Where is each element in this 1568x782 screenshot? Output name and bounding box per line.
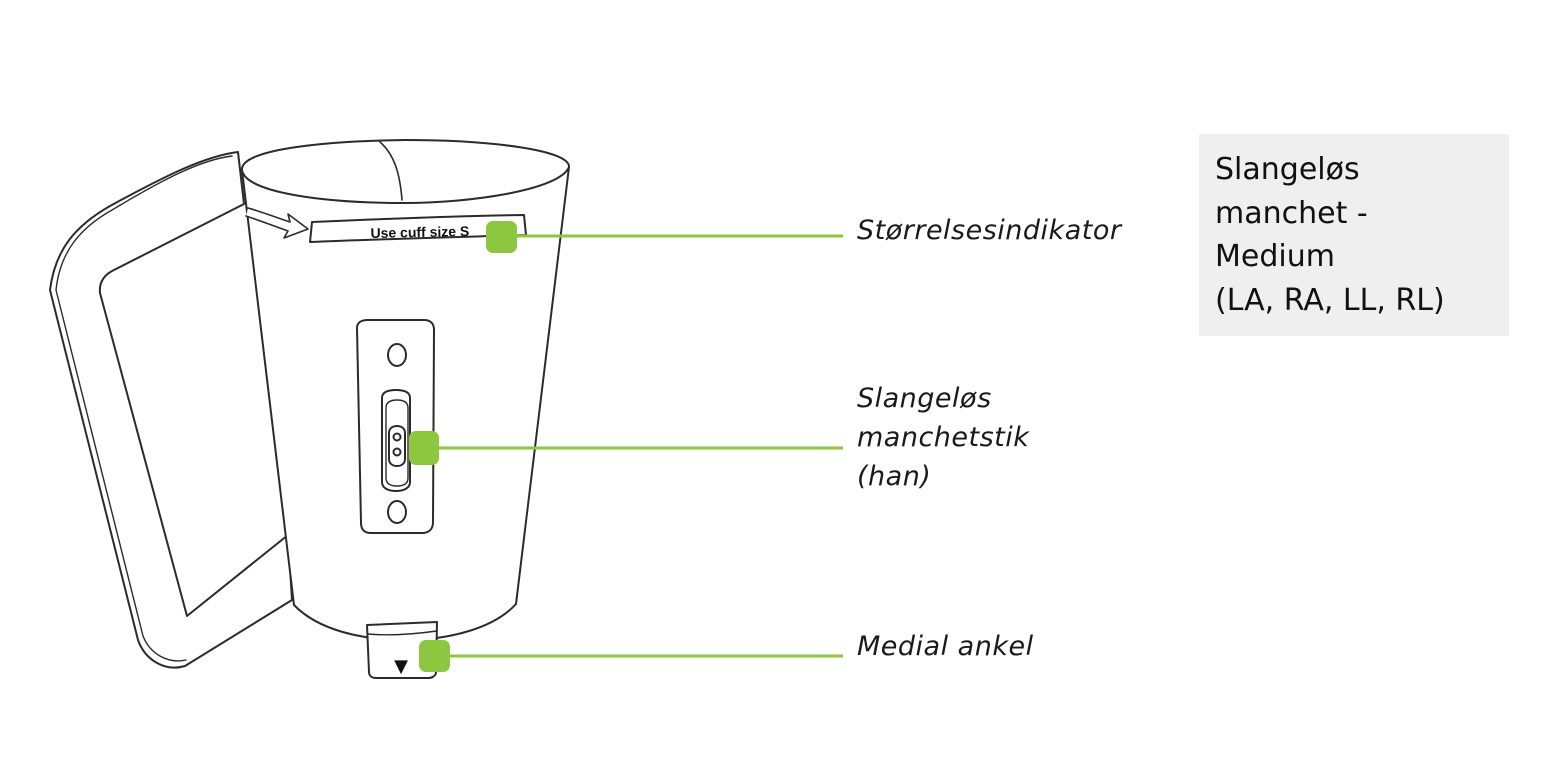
callout-size-indicator: Størrelsesindikator	[857, 211, 1121, 250]
callout-label: Medial ankel	[857, 631, 1034, 662]
marker-size-indicator	[486, 221, 517, 253]
cuff-strap	[49, 151, 293, 669]
callout-cuff-connector: Slangeløs manchetstik (han)	[857, 379, 1029, 496]
title-line: Medium	[1215, 239, 1335, 274]
size-tag-text: Use cuff size S	[370, 223, 469, 241]
ankle-marker-icon: ▼	[394, 656, 408, 677]
arrow-icon	[245, 207, 309, 239]
cuff-rim	[240, 139, 571, 204]
screw-bottom-icon	[387, 500, 407, 524]
screw-top-icon	[387, 343, 407, 367]
callout-label: Størrelsesindikator	[857, 215, 1122, 246]
product-title-box: Slangeløs manchet - Medium (LA, RA, LL, …	[1199, 134, 1509, 336]
marker-cuff-connector	[409, 431, 439, 465]
callout-label: (han)	[857, 461, 932, 492]
title-line: Slangeløs	[1215, 152, 1360, 187]
pin-icon	[392, 447, 402, 457]
pin-icon	[392, 432, 402, 442]
callout-medial-ankle: Medial ankel	[857, 627, 1034, 666]
marker-medial-ankle	[419, 640, 450, 672]
title-line: (LA, RA, LL, RL)	[1215, 282, 1445, 318]
callout-label: Slangeløs	[857, 383, 992, 414]
title-line: manchet -	[1215, 195, 1368, 231]
callout-label: manchetstik	[857, 422, 1030, 453]
